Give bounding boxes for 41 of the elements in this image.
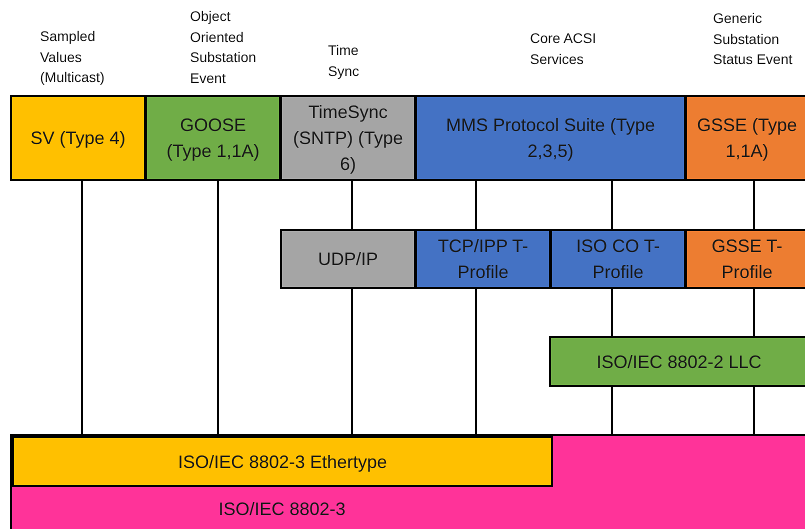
- layer-label: GSSE (Type 1,1A): [696, 114, 798, 163]
- layer-box: [145, 95, 281, 181]
- layer-label: ISO CO T-Profile: [575, 235, 661, 284]
- layer-label: ISO/IEC 8802-3: [217, 498, 347, 521]
- connector-line: [753, 181, 755, 229]
- layer-box: [415, 229, 551, 289]
- layer-caption: Object Oriented Substation Event: [190, 7, 258, 88]
- layer-caption: Core ACSI Services: [530, 29, 598, 68]
- layer-caption: Sampled Values (Multicast): [40, 27, 106, 87]
- layer-box: [280, 95, 416, 181]
- connector-line: [351, 289, 353, 434]
- layer-box: [12, 436, 553, 487]
- layer-label: TCP/IPP T-Profile: [436, 235, 530, 284]
- layer-label: GSSE T-Profile: [710, 235, 784, 284]
- connector-line: [611, 181, 613, 229]
- layer-box: [415, 95, 686, 181]
- layer-box: [10, 95, 146, 181]
- connector-line: [351, 181, 353, 229]
- layer-label: UDP/IP: [316, 248, 379, 271]
- connector-line: [611, 289, 613, 336]
- connector-line: [753, 289, 755, 336]
- connector-line: [217, 181, 219, 434]
- layer-label: ISO/IEC 8802-3 Ethertype: [176, 450, 388, 474]
- layer-box: [10, 434, 805, 529]
- layer-label: GOOSE (Type 1,1A): [165, 114, 261, 163]
- layer-label: MMS Protocol Suite (Type 2,3,5): [444, 114, 656, 163]
- connector-line: [475, 181, 477, 229]
- layer-label: ISO/IEC 8802-2 LLC: [595, 350, 763, 374]
- layer-label: TimeSync (SNTP) (Type 6): [292, 101, 404, 176]
- connector-line: [611, 387, 613, 434]
- layer-label: SV (Type 4): [29, 127, 127, 150]
- layer-box: [685, 229, 805, 289]
- layer-box: [280, 229, 416, 289]
- layer-caption: Generic Substation Status Event: [713, 9, 794, 69]
- layer-box: [685, 95, 805, 181]
- connector-line: [475, 289, 477, 434]
- layer-box: [550, 229, 686, 289]
- layer-box: [549, 336, 805, 387]
- connector-line: [81, 181, 83, 434]
- connector-line: [753, 387, 755, 434]
- layer-caption: Time Sync: [328, 41, 360, 81]
